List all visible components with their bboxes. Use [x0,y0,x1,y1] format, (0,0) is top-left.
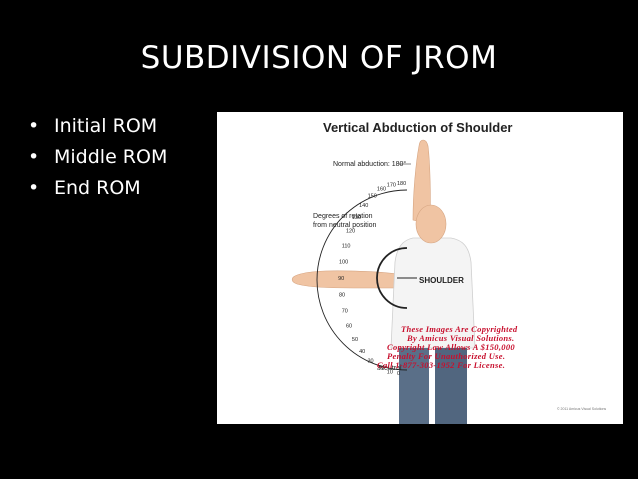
bullet-text: Middle ROM [54,146,168,168]
bullet-item-initial-rom: • Initial ROM [28,116,167,136]
degrees-label-line2: from neutral position [313,222,377,229]
watermark-line-2: By Amicus Visual Solutions. [406,333,514,343]
tick-label: 120 [346,229,355,235]
watermark-line-1: These Images Are Copyrighted [401,324,518,334]
bullet-text: End ROM [54,177,141,199]
tick-label: 170 [387,182,396,188]
bullet-list: • Initial ROM • Middle ROM • End ROM [28,116,167,209]
raised-arm [412,139,431,225]
neutral-label: Neutral [379,365,402,372]
tick-label: 0 [397,371,400,377]
shoulder-abduction-figure: Vertical Abduction of Shoulder Normal ab… [217,112,623,424]
tick-label: 40 [359,349,365,355]
right-leg [435,348,467,424]
tick-label: 50 [352,337,358,343]
tick-label: 20 [377,365,383,371]
tick-label: 140 [359,203,368,209]
tick-label: 150 [368,194,377,200]
bullet-item-middle-rom: • Middle ROM [28,147,167,167]
head [415,204,447,244]
tick-label: 70 [342,309,348,315]
bullet-marker: • [28,177,40,199]
slide-title: SUBDIVISION OF JROM [140,40,498,76]
tick-label: 130 [352,215,361,221]
watermark-line-5: Call 1-877-303-1952 For License. [377,360,505,370]
tick-label: 110 [342,244,351,250]
horizontal-arm [291,270,400,289]
shoulder-label: SHOULDER [419,276,464,285]
tick-label: 90 [338,276,344,282]
figure-illustration: Vertical Abduction of Shoulder Normal ab… [291,120,606,424]
watermark-line-3: Copyright Law Allows A $150,000 [387,342,515,352]
tick-label: 30 [368,358,374,364]
tick-label: 60 [346,324,352,330]
bullet-text: Initial ROM [54,115,158,137]
tick-label: 10 [387,370,393,376]
image-credit: © 2011 Amicus Visual Solutions [557,407,606,411]
shoulder-arc [376,247,408,309]
bullet-marker: • [28,146,40,168]
figure-title: Vertical Abduction of Shoulder [323,120,512,135]
tick-label: 100 [339,260,348,266]
tick-label: 80 [339,293,345,299]
tick-label: 180 [397,181,406,187]
watermark-line-4: Penalty For Unauthorized Use. [387,351,505,361]
normal-abduction-label: Normal abduction: 180° [333,160,406,168]
tick-label: 160 [377,187,386,193]
copyright-watermark: These Images Are Copyrighted By Amicus V… [377,324,518,370]
degree-arc [316,189,408,371]
bullet-marker: • [28,115,40,137]
left-leg [399,348,429,424]
bullet-item-end-rom: • End ROM [28,178,167,198]
